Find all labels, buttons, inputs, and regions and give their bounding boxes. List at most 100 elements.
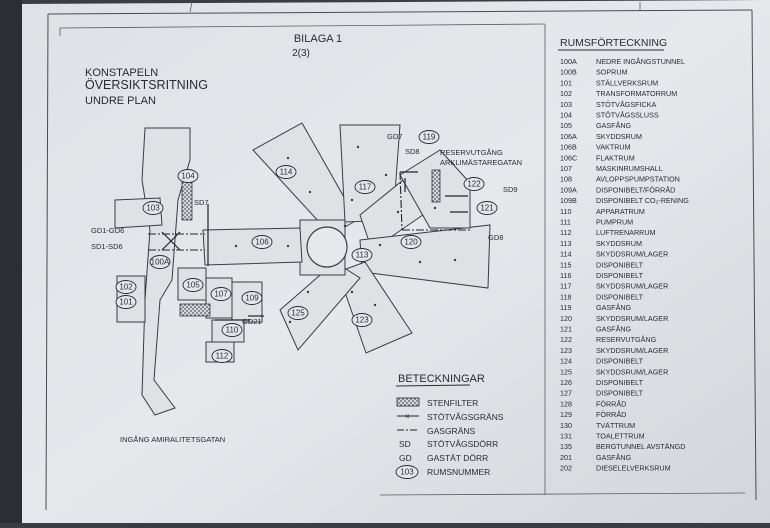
- room-list-name: FÖRRÅD: [596, 410, 626, 419]
- room-list-name: DISPONIBELT: [596, 292, 644, 301]
- room-list-name: SKYDDSRUM: [596, 132, 642, 141]
- room-list-name: GASFÅNG: [596, 453, 632, 462]
- tag-sd7: SD7: [194, 198, 209, 207]
- room-123-label: 123: [355, 316, 369, 325]
- room-list-name: LUFTRENARRUM: [596, 228, 656, 237]
- room-110-label: 110: [226, 326, 239, 335]
- room-list-name: DIESELELVERKSRUM: [596, 464, 671, 473]
- room-120-label: 120: [404, 238, 418, 247]
- stone-filter-rear: [431, 169, 441, 203]
- room-list-name: DISPONIBELT: [596, 389, 644, 398]
- border-right-line: [751, 9, 757, 501]
- tag-sd8: SD8: [405, 147, 420, 156]
- room-tag-110: [221, 323, 243, 337]
- room-list-number: 118: [560, 292, 571, 301]
- room-list-name: DISPONIBELT: [596, 260, 644, 269]
- room-list-number: 119: [560, 303, 571, 312]
- legend-stone-filter: STENFILTER: [427, 398, 478, 408]
- room-114-label: 114: [280, 168, 293, 177]
- room-list-name: GASFÅNG: [596, 303, 632, 312]
- room-list-name: APPARATRUM: [596, 207, 645, 216]
- room-list-name: SOPRUM: [596, 68, 628, 77]
- room-list-number: 201: [560, 453, 572, 462]
- room-list-name: DISPONIBELT/FÖRRÅD: [596, 185, 675, 194]
- room-119-label: 119: [423, 133, 436, 142]
- room-tag-120: [400, 235, 422, 249]
- room-104-label: 104: [181, 172, 195, 181]
- room-tag-122: [463, 177, 485, 191]
- room-list-number: 121: [560, 325, 572, 334]
- room-103-label: 103: [146, 204, 160, 213]
- room-list-number: 116: [560, 271, 571, 280]
- tag-gd8: GD8: [488, 233, 503, 242]
- room-tag-121: [476, 201, 498, 215]
- room-list-name: MASKINRUMSHALL: [596, 164, 663, 173]
- room-list-name: GASFÅNG: [596, 325, 632, 334]
- legend-gas-boundary: GASGRÄNS: [427, 426, 476, 436]
- room-list-name: AVLOPPSPUMPSTATION: [596, 175, 680, 184]
- room-tag-106: [251, 235, 273, 249]
- room-121-label: 121: [480, 204, 494, 213]
- room-list-number: 131: [560, 432, 572, 441]
- room-tag-103: [142, 201, 164, 215]
- room-list-number: 102: [560, 89, 572, 98]
- room-list-number: 120: [560, 314, 572, 323]
- tag-gd1-gd6: GD1-GD6: [91, 226, 124, 235]
- room-list-name: BERGTUNNEL AVSTÄNGD: [596, 442, 685, 451]
- site-name: KONSTAPELN: [85, 67, 158, 79]
- room-117-label: 117: [359, 183, 372, 192]
- room-list-name: VAKTRUM: [596, 143, 631, 152]
- room-list-name: FLAKTRUM: [596, 153, 635, 162]
- stone-filter-shaft: [181, 179, 193, 221]
- room-list-name: DISPONIBELT: [596, 357, 644, 366]
- room-list-name: DISPONIBELT: [596, 378, 644, 387]
- legend-gas-door: GASTÄT DÖRR: [427, 453, 488, 463]
- room-122-label: 122: [467, 180, 481, 189]
- room-list-number: 130: [560, 421, 572, 430]
- blast-doors: [161, 171, 468, 321]
- legend-code-gd: GD: [399, 453, 412, 463]
- room-list-number: 115: [560, 260, 571, 269]
- room-list-number: 114: [560, 250, 571, 259]
- reserve-exit-label: RESERVUTGÅNG: [440, 148, 503, 157]
- tag-gd21: GD21: [242, 317, 262, 326]
- legend-blast-boundary: STÖTVÅGSGRÄNS: [427, 412, 504, 422]
- room-tag-100a: [149, 255, 171, 269]
- room-tag-117: [354, 180, 376, 194]
- drawing-title: ÖVERSIKTSRITNING: [85, 78, 208, 92]
- room-113-label: 113: [356, 251, 369, 260]
- room-list-number: 127: [560, 389, 572, 398]
- gas-boundary-lines: [148, 171, 470, 251]
- room-list-number: 106B: [560, 143, 577, 152]
- tag-sd1-sd6: SD1-SD6: [91, 242, 123, 251]
- room-list-number: 123: [560, 346, 572, 355]
- room-list-name: GASFÅNG: [596, 121, 632, 130]
- border-top-line: [47, 9, 753, 15]
- room-list-name: STÄLLVERKSRUM: [596, 78, 658, 87]
- room-list-name: RESERVUTGÅNG: [596, 335, 657, 344]
- legend-symbol-room-number: [395, 465, 419, 479]
- room-list-number: 105: [560, 121, 572, 130]
- central-shaft: [306, 226, 348, 268]
- room-tag-109: [241, 291, 263, 305]
- tag-sd9: SD9: [503, 185, 518, 194]
- room-list-number: 129: [560, 410, 572, 419]
- room-list-number: 107: [560, 164, 572, 173]
- legend-blast-door: STÖTVÅGSDÖRR: [427, 439, 498, 449]
- room-list-number: 111: [560, 218, 571, 227]
- room-102-label: 102: [119, 283, 133, 292]
- room-list-name: NEDRE INGÅNGSTUNNEL: [596, 57, 685, 66]
- reserve-exit-street: ARKLIMÄSTAREGATAN: [440, 158, 522, 167]
- room-list-name: SKYDDSRUM/LAGER: [596, 282, 668, 291]
- floor-label: UNDRE PLAN: [85, 95, 156, 107]
- svg-text:×: ×: [405, 412, 410, 421]
- room-list-number: 108: [560, 175, 572, 184]
- room-list-number: 124: [560, 357, 572, 366]
- room-list-number: 100A: [560, 57, 577, 66]
- room-tag-119: [418, 130, 440, 144]
- room-105-label: 105: [186, 281, 200, 290]
- room-list-name: STÖTVÅGSFICKA: [596, 100, 657, 109]
- room-list-name: SKYDDSRUM/LAGER: [596, 250, 668, 259]
